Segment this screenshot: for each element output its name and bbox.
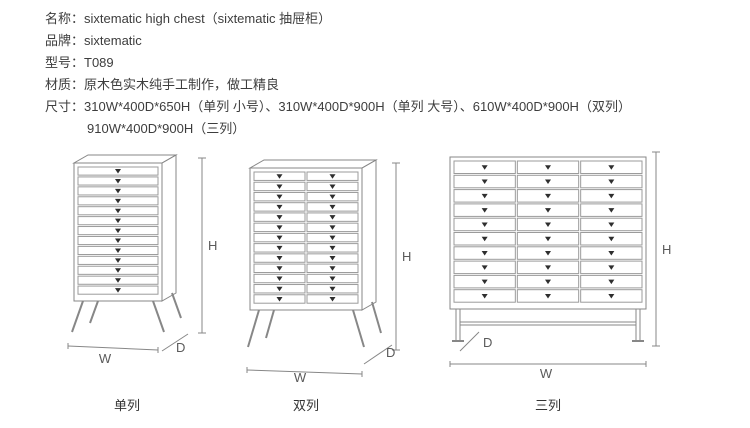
depth-dim-label-single: D	[176, 340, 185, 355]
spec-value-name: sixtematic high chest（sixtematic 抽屉柜）	[84, 11, 332, 26]
spec-value-brand: sixtematic	[84, 33, 142, 48]
caption-single-column: 单列	[114, 398, 140, 413]
spec-value-model: T089	[84, 55, 114, 70]
spec-label-brand: 品牌：	[45, 33, 85, 48]
spec-label-size: 尺寸：	[45, 99, 85, 114]
height-dim-label-single: H	[208, 238, 217, 253]
spec-row-material: 材质：原木色实木纯手工制作，做工精良	[45, 74, 725, 96]
spec-row-size-cont: 910W*400D*900H（三列）	[45, 118, 725, 140]
spec-row-model: 型号：T089	[45, 52, 725, 74]
caption-triple-column: 三列	[535, 398, 561, 413]
spec-row-name: 名称：sixtematic high chest（sixtematic 抽屉柜）	[45, 8, 725, 30]
depth-dim-label-double: D	[386, 345, 395, 360]
spec-row-size: 尺寸：310W*400D*650H（单列 小号）、310W*400D*900H（…	[45, 96, 725, 118]
spec-row-brand: 品牌：sixtematic	[45, 30, 725, 52]
spec-value-size-cont: 910W*400D*900H（三列）	[87, 121, 246, 136]
spec-value-material: 原木色实木纯手工制作，做工精良	[84, 77, 280, 92]
spec-label-name: 名称：	[45, 11, 85, 26]
diagram-single-column	[67, 154, 206, 353]
height-dim-label-double: H	[402, 249, 411, 264]
width-dim-label-single: W	[99, 351, 112, 366]
diagram-triple-column	[449, 151, 660, 367]
caption-double-column: 双列	[293, 398, 319, 413]
spec-list: 名称：sixtematic high chest（sixtematic 抽屉柜）…	[45, 8, 725, 140]
depth-dim-label-triple: D	[483, 335, 492, 350]
spec-label-model: 型号：	[45, 55, 85, 70]
spec-label-material: 材质：	[45, 77, 85, 92]
height-dim-label-triple: H	[662, 242, 671, 257]
spec-value-size: 310W*400D*650H（单列 小号）、310W*400D*900H（单列 …	[84, 99, 631, 114]
diagram-double-column	[246, 159, 400, 377]
width-dim-label-triple: W	[540, 366, 553, 381]
width-dim-label-double: W	[294, 370, 307, 385]
